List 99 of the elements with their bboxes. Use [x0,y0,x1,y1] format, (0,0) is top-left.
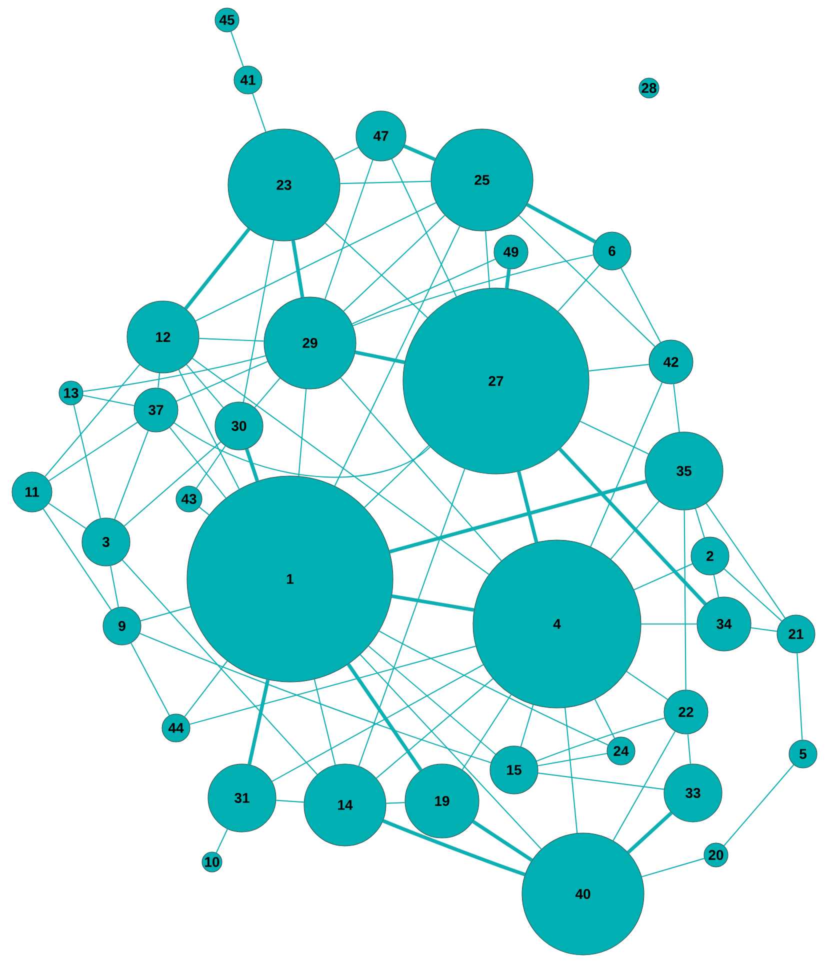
edge-line [610,500,660,560]
edge-line [216,828,228,853]
edge-line [174,422,430,478]
edge-line [122,560,318,775]
edge-line [230,31,244,67]
edge-line [626,811,673,854]
edge-line [796,653,803,740]
edge-line [298,389,307,476]
edge-line [403,144,436,162]
edge-line [376,678,494,779]
edge-line [140,632,492,764]
edge-line [392,594,474,612]
edge-line [44,364,140,477]
edge-line [352,258,496,324]
edge-line [324,222,428,318]
edge-line [360,654,542,850]
edge-line [687,734,692,764]
edge-line [195,202,436,322]
edge-line [334,226,460,486]
edge-line [634,563,693,590]
edge-line [364,445,430,508]
edge-line [684,510,686,690]
edge-line [340,180,431,184]
edge-line [538,752,608,766]
edge-line [580,420,649,455]
edge-line [334,146,359,160]
edge-line [48,422,138,482]
edge-line [520,704,534,747]
edge-line [504,268,511,289]
edge-line [314,679,336,766]
edge-line [612,731,676,841]
edge-line [382,819,526,876]
edge-line [291,240,304,298]
edge-line [184,660,228,717]
edge-line [378,630,608,746]
edge-line [518,215,656,347]
edge-line [558,448,707,606]
edge-line [343,214,446,312]
edge-line [83,355,266,392]
edge-line [706,503,786,618]
edge-line [694,508,705,538]
edge-line [750,627,778,632]
edge-line [110,566,119,608]
edge-line [462,694,512,770]
edge-line [252,93,266,132]
edge-line [190,646,476,725]
edge-line [124,442,222,526]
edge-line [713,574,720,598]
edge-line [199,506,210,516]
edge-line [391,158,457,297]
edge-line [196,446,226,488]
edge-line [564,708,578,834]
edge-line [354,350,405,364]
edge-line [140,606,191,622]
edge-line [192,358,490,575]
edge-line [73,404,101,519]
edge-line [642,858,704,878]
edge-line [340,377,502,562]
edge-line [184,228,250,310]
edge-line [588,364,649,372]
edge-line [472,820,533,862]
edge-line [158,373,160,388]
edge-line [389,480,647,554]
edge-line [641,623,697,625]
edge-line [724,764,794,846]
edge-line [242,240,274,402]
edge-line [178,369,240,490]
edge-line [114,430,149,520]
edge-line [130,642,170,716]
edge-line [368,646,496,755]
edge-line [620,268,662,343]
edge-line [324,160,374,300]
edge-line [594,698,616,739]
edge-line [724,568,782,622]
edge-line [244,448,260,482]
edge-line [673,384,680,432]
edge-line [272,664,484,782]
edge-line [352,254,594,326]
edge-line [526,202,596,244]
edge-line [186,364,224,408]
edge-line [254,378,280,408]
edge-line [558,264,600,312]
edge-line [169,427,226,498]
edge-line [48,502,86,529]
edge-line [538,772,664,790]
edge-line [176,360,268,402]
edge-line [42,508,112,610]
edge-line [386,802,405,804]
edge-line [516,471,538,543]
edge-line [276,800,304,803]
edge-line [536,718,665,762]
edge-line [82,394,134,406]
edge-line [485,231,490,288]
edge-line [199,338,264,342]
edge-line [248,679,270,765]
edge-line [346,663,422,772]
edge-line [358,468,466,766]
edge-line [626,671,668,700]
edge-line [590,382,663,547]
